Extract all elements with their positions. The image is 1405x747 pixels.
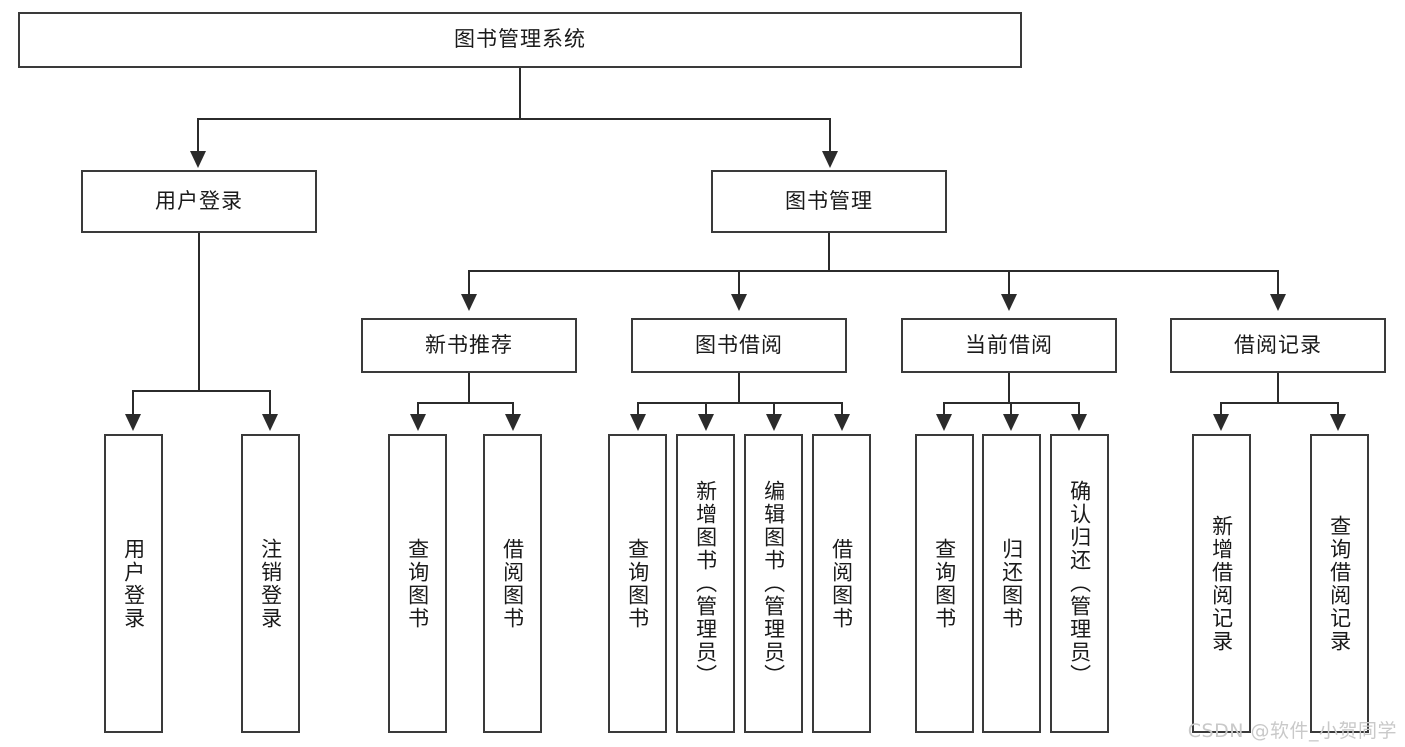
connector-drop-book-management [829,118,831,153]
connector-drop-leaf-user-login-2 [269,390,271,416]
node-borrow-record[interactable]: 借阅记录 [1170,318,1386,373]
connector-drop-book-borrow [738,270,740,296]
leaf-book-borrow-edit-book-admin[interactable]: 编辑图书（管理员） [744,434,803,733]
connector-book-borrow-stem [738,373,740,402]
leaf-label: 查询借阅记录 [1327,514,1352,653]
leaf-label: 查询图书 [405,537,430,630]
leaf-new-book-recommend-query-book[interactable]: 查询图书 [388,434,447,733]
connector-drop-user-login [197,118,199,153]
connector-borrow-record-stem [1277,373,1279,402]
arrowhead-leaf-cb-3 [1071,414,1087,431]
arrowhead-user-login [190,151,206,168]
leaf-new-book-recommend-borrow-book[interactable]: 借阅图书 [483,434,542,733]
node-label: 借阅记录 [1234,332,1322,357]
leaf-label: 注销登录 [258,537,283,630]
leaf-borrow-record-add-record[interactable]: 新增借阅记录 [1192,434,1251,733]
connector-drop-leaf-bb-4 [841,402,843,416]
connector-current-borrow-stem [1008,373,1010,402]
arrowhead-leaf-user-login-1 [125,414,141,431]
connector-drop-leaf-bb-1 [637,402,639,416]
leaf-user-login-logout[interactable]: 注销登录 [241,434,300,733]
arrowhead-leaf-cb-2 [1003,414,1019,431]
connector-drop-leaf-cb-1 [943,402,945,416]
arrowhead-leaf-nbr-2 [505,414,521,431]
connector-drop-leaf-cb-2 [1010,402,1012,416]
arrowhead-leaf-br-1 [1213,414,1229,431]
leaf-label: 查询图书 [932,537,957,630]
node-label: 图书借阅 [695,332,783,357]
arrowhead-leaf-bb-3 [766,414,782,431]
connector-drop-leaf-br-2 [1337,402,1339,416]
arrowhead-book-borrow [731,294,747,311]
leaf-label: 归还图书 [999,537,1024,630]
connector-drop-new-book-recommend [468,270,470,296]
arrowhead-leaf-bb-2 [698,414,714,431]
connector-drop-current-borrow [1008,270,1010,296]
arrowhead-current-borrow [1001,294,1017,311]
leaf-label: 用户登录 [121,537,146,630]
connector-level2-bus [197,118,831,120]
arrowhead-book-management [822,151,838,168]
connector-user-login-bus [132,390,270,392]
leaf-label: 查询图书 [625,537,650,630]
leaf-label: 编辑图书（管理员） [761,480,786,687]
connector-drop-leaf-user-login-1 [132,390,134,416]
connector-user-login-stem [198,233,200,390]
leaf-label: 借阅图书 [500,537,525,630]
leaf-label: 借阅图书 [829,537,854,630]
arrowhead-leaf-user-login-2 [262,414,278,431]
leaf-label: 新增图书（管理员） [693,480,718,687]
connector-drop-leaf-bb-2 [705,402,707,416]
connector-drop-leaf-br-1 [1220,402,1222,416]
connector-drop-leaf-cb-3 [1078,402,1080,416]
leaf-current-borrow-query-book[interactable]: 查询图书 [915,434,974,733]
node-user-login[interactable]: 用户登录 [81,170,317,233]
leaf-current-borrow-return-book[interactable]: 归还图书 [982,434,1041,733]
connector-level3-bus [468,270,1279,272]
leaf-book-borrow-borrow-book[interactable]: 借阅图书 [812,434,871,733]
leaf-user-login-user-login[interactable]: 用户登录 [104,434,163,733]
leaf-label: 确认归还（管理员） [1067,480,1092,687]
leaf-book-borrow-add-book-admin[interactable]: 新增图书（管理员） [676,434,735,733]
leaf-book-borrow-query-book[interactable]: 查询图书 [608,434,667,733]
arrowhead-leaf-bb-4 [834,414,850,431]
node-new-book-recommend[interactable]: 新书推荐 [361,318,577,373]
connector-root-stem [519,68,521,118]
connector-new-book-recommend-stem [468,373,470,402]
node-label: 图书管理系统 [454,27,586,52]
node-label: 新书推荐 [425,332,513,357]
arrowhead-leaf-cb-1 [936,414,952,431]
connector-drop-leaf-bb-3 [773,402,775,416]
node-book-borrow[interactable]: 图书借阅 [631,318,847,373]
arrowhead-leaf-bb-1 [630,414,646,431]
node-label: 用户登录 [155,188,243,213]
connector-book-borrow-bus [637,402,842,404]
node-root-book-management-system[interactable]: 图书管理系统 [18,12,1022,68]
connector-new-book-recommend-bus [417,402,513,404]
connector-drop-borrow-record [1277,270,1279,296]
node-current-borrow[interactable]: 当前借阅 [901,318,1117,373]
arrowhead-leaf-nbr-1 [410,414,426,431]
leaf-label: 新增借阅记录 [1209,514,1234,653]
connector-book-management-stem [828,233,830,270]
node-label: 图书管理 [785,188,873,213]
node-book-management[interactable]: 图书管理 [711,170,947,233]
arrowhead-new-book-recommend [461,294,477,311]
arrowhead-leaf-br-2 [1330,414,1346,431]
arrowhead-borrow-record [1270,294,1286,311]
leaf-borrow-record-query-record[interactable]: 查询借阅记录 [1310,434,1369,733]
connector-drop-leaf-nbr-1 [417,402,419,416]
connector-drop-leaf-nbr-2 [512,402,514,416]
leaf-current-borrow-confirm-return-admin[interactable]: 确认归还（管理员） [1050,434,1109,733]
watermark-text: CSDN @软件_小贺同学 [1187,720,1397,742]
node-label: 当前借阅 [965,332,1053,357]
connector-borrow-record-bus [1220,402,1338,404]
